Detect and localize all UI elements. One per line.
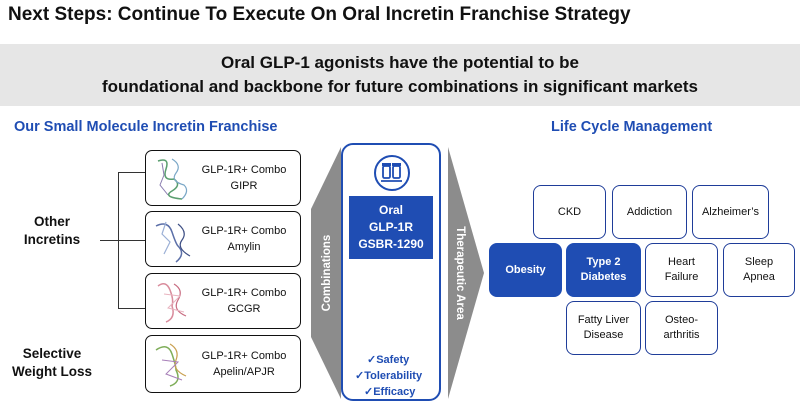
franchise-heading: Our Small Molecule Incretin Franchise [14, 119, 278, 135]
slide-title: Next Steps: Continue To Execute On Oral … [8, 4, 631, 25]
molecule-structure-icon [155, 221, 191, 263]
drug-code: GSBR-1290 [358, 237, 424, 251]
banner-line-1: Oral GLP-1 agonists have the potential t… [220, 53, 579, 72]
molecule-structure-icon [157, 283, 187, 323]
combinations-arrow-label: Combinations [321, 234, 333, 312]
combo-box-gipr: GLP-1R+ Combo GIPR [145, 150, 301, 206]
combo-target: GCGR [227, 303, 261, 315]
therapeutic-area-arrow-label: Therapeutic Area [454, 226, 466, 320]
combo-target: Amylin [227, 241, 261, 253]
lifecycle-heading: Life Cycle Management [551, 119, 713, 135]
other-incretins-label: Other Incretins [23, 214, 81, 247]
indication-alzheimers: Alzheimer’s [692, 185, 769, 239]
indication-osteoarthritis: Osteo- arthritis [645, 301, 718, 355]
oral-glp1-panel: Oral GLP-1R GSBR-1290 ✓Safety ✓Tolerabil… [341, 143, 441, 401]
combo-box-apelin: GLP-1R+ Combo Apelin/APJR [145, 335, 301, 393]
indication-addiction: Addiction [612, 185, 687, 239]
drug-candidate-box: Oral GLP-1R GSBR-1290 [349, 196, 433, 259]
indication-fatty-liver-disease: Fatty Liver Disease [566, 301, 641, 355]
drug-route: Oral [378, 203, 403, 217]
combo-box-amylin: GLP-1R+ Combo Amylin [145, 211, 301, 267]
therapeutic-area-arrow [448, 147, 484, 399]
molecule-structure-icon [155, 343, 187, 387]
molecule-structure-icon [157, 158, 188, 200]
combinations-arrow [311, 147, 341, 399]
indication-type-2-diabetes: Type 2 Diabetes [566, 243, 641, 297]
pill-bottles-icon [374, 155, 410, 191]
combo-label: GLP-1R+ Combo [201, 225, 287, 237]
combo-label: GLP-1R+ Combo [201, 287, 287, 299]
combo-box-gcgr: GLP-1R+ Combo GCGR [145, 273, 301, 329]
bracket-stub [100, 240, 118, 241]
benefit-tolerability: ✓Tolerability [355, 370, 423, 382]
bracket-mid-connector [118, 240, 145, 241]
drug-target: GLP-1R [368, 220, 413, 234]
indication-heart-failure: Heart Failure [645, 243, 718, 297]
combo-label: GLP-1R+ Combo [201, 350, 287, 362]
indication-obesity: Obesity [489, 243, 562, 297]
banner-line-2: foundational and backbone for future com… [101, 77, 698, 96]
combo-label: GLP-1R+ Combo [201, 164, 287, 176]
indication-ckd: CKD [533, 185, 606, 239]
benefit-safety: ✓Safety [367, 354, 410, 366]
selective-weight-loss-label: Selective Weight Loss [11, 346, 92, 379]
indication-sleep-apnea: Sleep Apnea [723, 243, 795, 297]
combo-target: Apelin/APJR [213, 366, 275, 378]
combo-target: GIPR [230, 180, 258, 192]
key-message-banner: Oral GLP-1 agonists have the potential t… [0, 44, 800, 106]
benefit-efficacy: ✓Efficacy [364, 386, 416, 398]
